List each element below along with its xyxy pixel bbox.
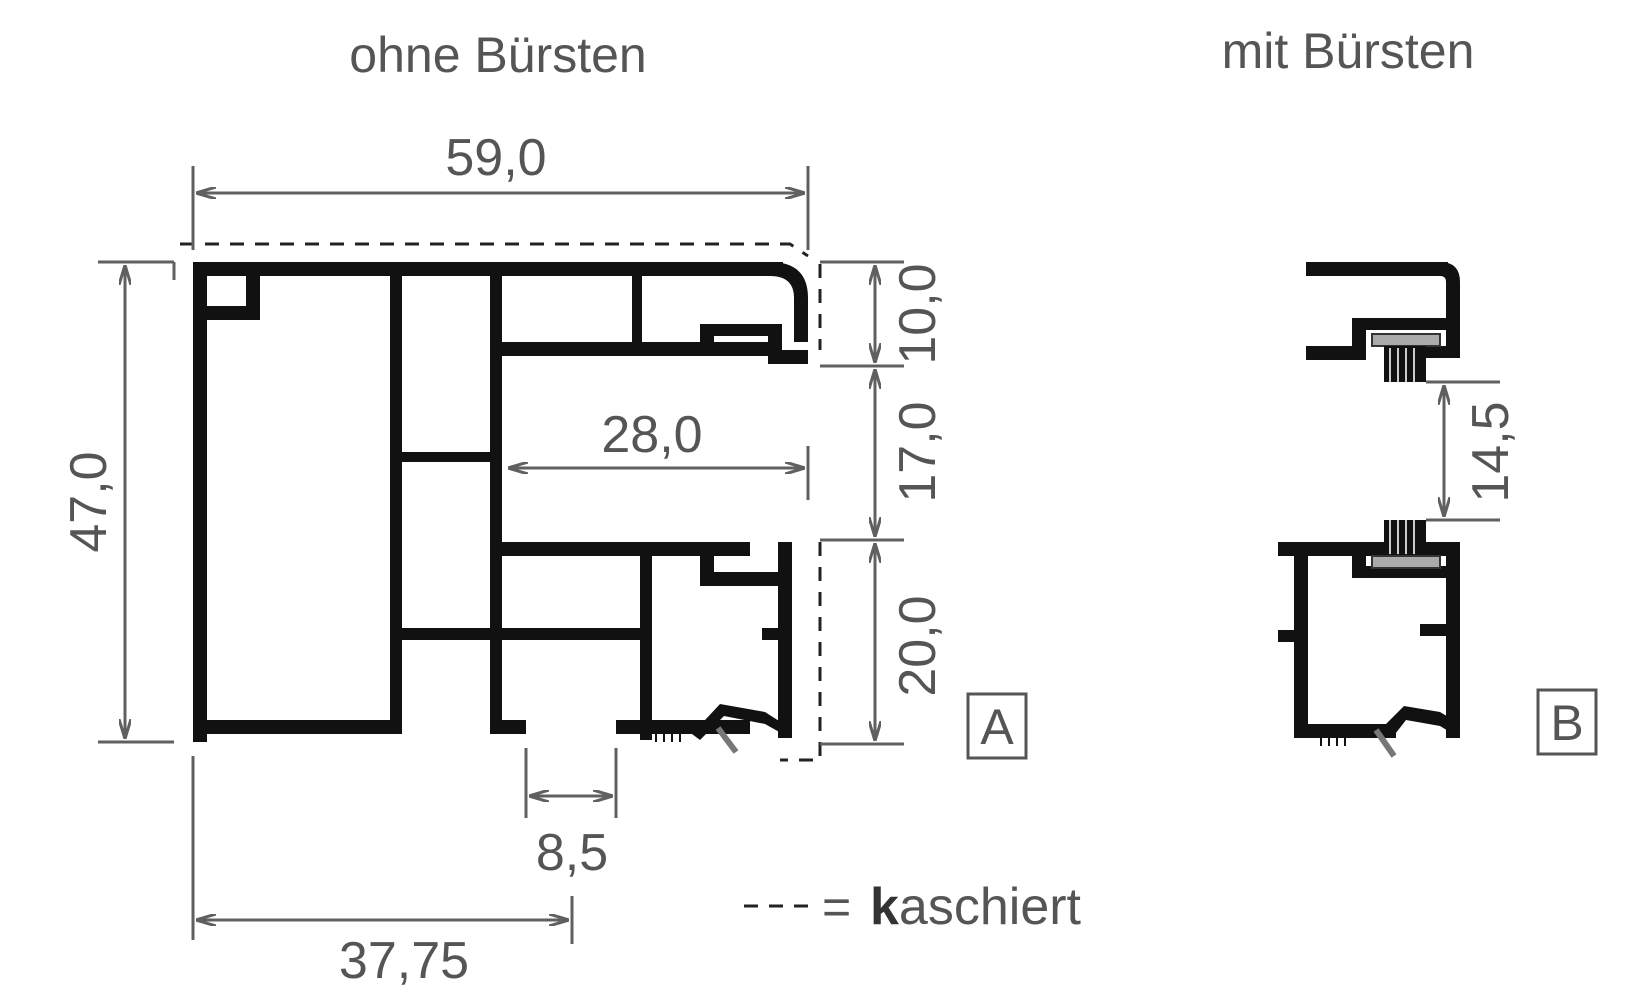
dim-width-total: 59,0 [445, 129, 546, 187]
dim-bottom-section: 20,0 [889, 595, 947, 696]
dim-height-total: 47,0 [60, 451, 118, 552]
dim-offset: 37,75 [339, 932, 469, 990]
marker-b-box [1536, 688, 1598, 756]
dim-middle-section: 17,0 [889, 401, 947, 502]
marker-a: A [980, 699, 1014, 755]
legend-equals: = [822, 879, 851, 935]
dim-slot-width: 8,5 [536, 824, 608, 882]
dim-top-section: 10,0 [889, 263, 947, 364]
legend-word: aschiert [899, 878, 1082, 936]
dim-inner-width: 28,0 [601, 406, 702, 464]
title-with-brushes: mit Bürsten [1222, 23, 1475, 79]
marker-a-box [966, 692, 1028, 760]
dimension-brush-gap [1426, 380, 1500, 522]
marker-b: B [1550, 695, 1583, 751]
dim-brush-gap: 14,5 [1462, 401, 1520, 502]
profile-b [1278, 262, 1460, 758]
legend-text: kaschiert [870, 878, 1082, 936]
laminated-edge-dashes [180, 242, 822, 762]
dimension-lines [98, 166, 904, 944]
profile-a [193, 262, 808, 754]
title-without-brushes: ohne Bürsten [349, 27, 646, 83]
legend: = kaschiert [744, 878, 1082, 936]
legend-bold-letter: k [870, 878, 899, 936]
